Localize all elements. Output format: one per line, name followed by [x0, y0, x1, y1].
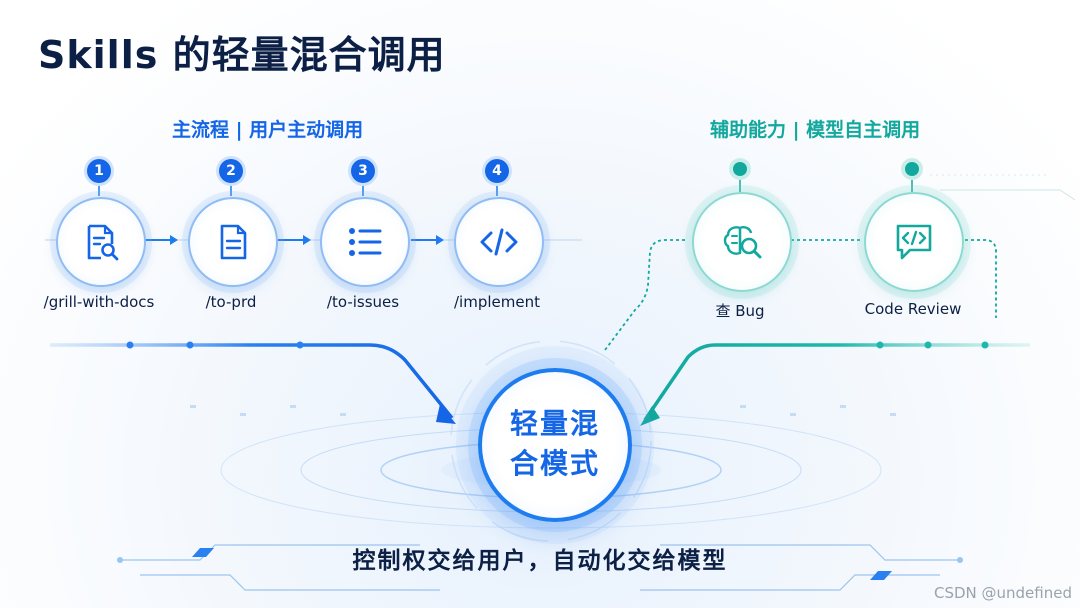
slogan: 控制权交给用户，自动化交给模型	[352, 548, 728, 574]
step-number-4: 4	[485, 159, 509, 183]
step-label-to-issues: /to-issues	[326, 293, 400, 311]
document-icon	[220, 224, 247, 260]
aux-flow-label: 辅助能力 | 模型自主调用	[710, 119, 921, 141]
code-chat-icon	[896, 224, 932, 260]
code-icon	[480, 228, 518, 256]
step-to-prd[interactable]	[188, 197, 278, 287]
main-flow-label: 主流程 | 用户主动调用	[172, 119, 364, 141]
hub-text-line-2: 合模式	[509, 447, 600, 480]
document-search-icon	[87, 224, 119, 261]
watermark: CSDN @undefined	[933, 584, 1072, 602]
step-number-3: 3	[351, 159, 375, 183]
aux-dot-review	[905, 162, 919, 176]
step-label-grill-with-docs: /grill-with-docs	[43, 293, 155, 311]
page-title: Skills 的轻量混合调用	[38, 33, 446, 77]
list-icon	[349, 228, 382, 256]
step-grill-with-docs[interactable]	[56, 197, 146, 287]
aux-dot-bug	[733, 162, 747, 176]
aux-label-bug: 查 Bug	[715, 302, 765, 320]
hybrid-mode-hub: 轻量混 合模式	[478, 368, 632, 522]
brain-search-icon	[723, 226, 762, 259]
step-label-implement: /implement	[454, 293, 540, 311]
hub-text-line-1: 轻量混	[509, 407, 600, 440]
aux-code-review[interactable]	[864, 192, 964, 292]
step-number-2: 2	[219, 159, 243, 183]
aux-label-code-review: Code Review	[864, 300, 962, 318]
step-number-1: 1	[87, 159, 111, 183]
step-to-issues[interactable]	[320, 197, 410, 287]
aux-find-bug[interactable]	[692, 192, 792, 292]
step-implement[interactable]	[454, 197, 544, 287]
step-label-to-prd: /to-prd	[205, 293, 257, 311]
